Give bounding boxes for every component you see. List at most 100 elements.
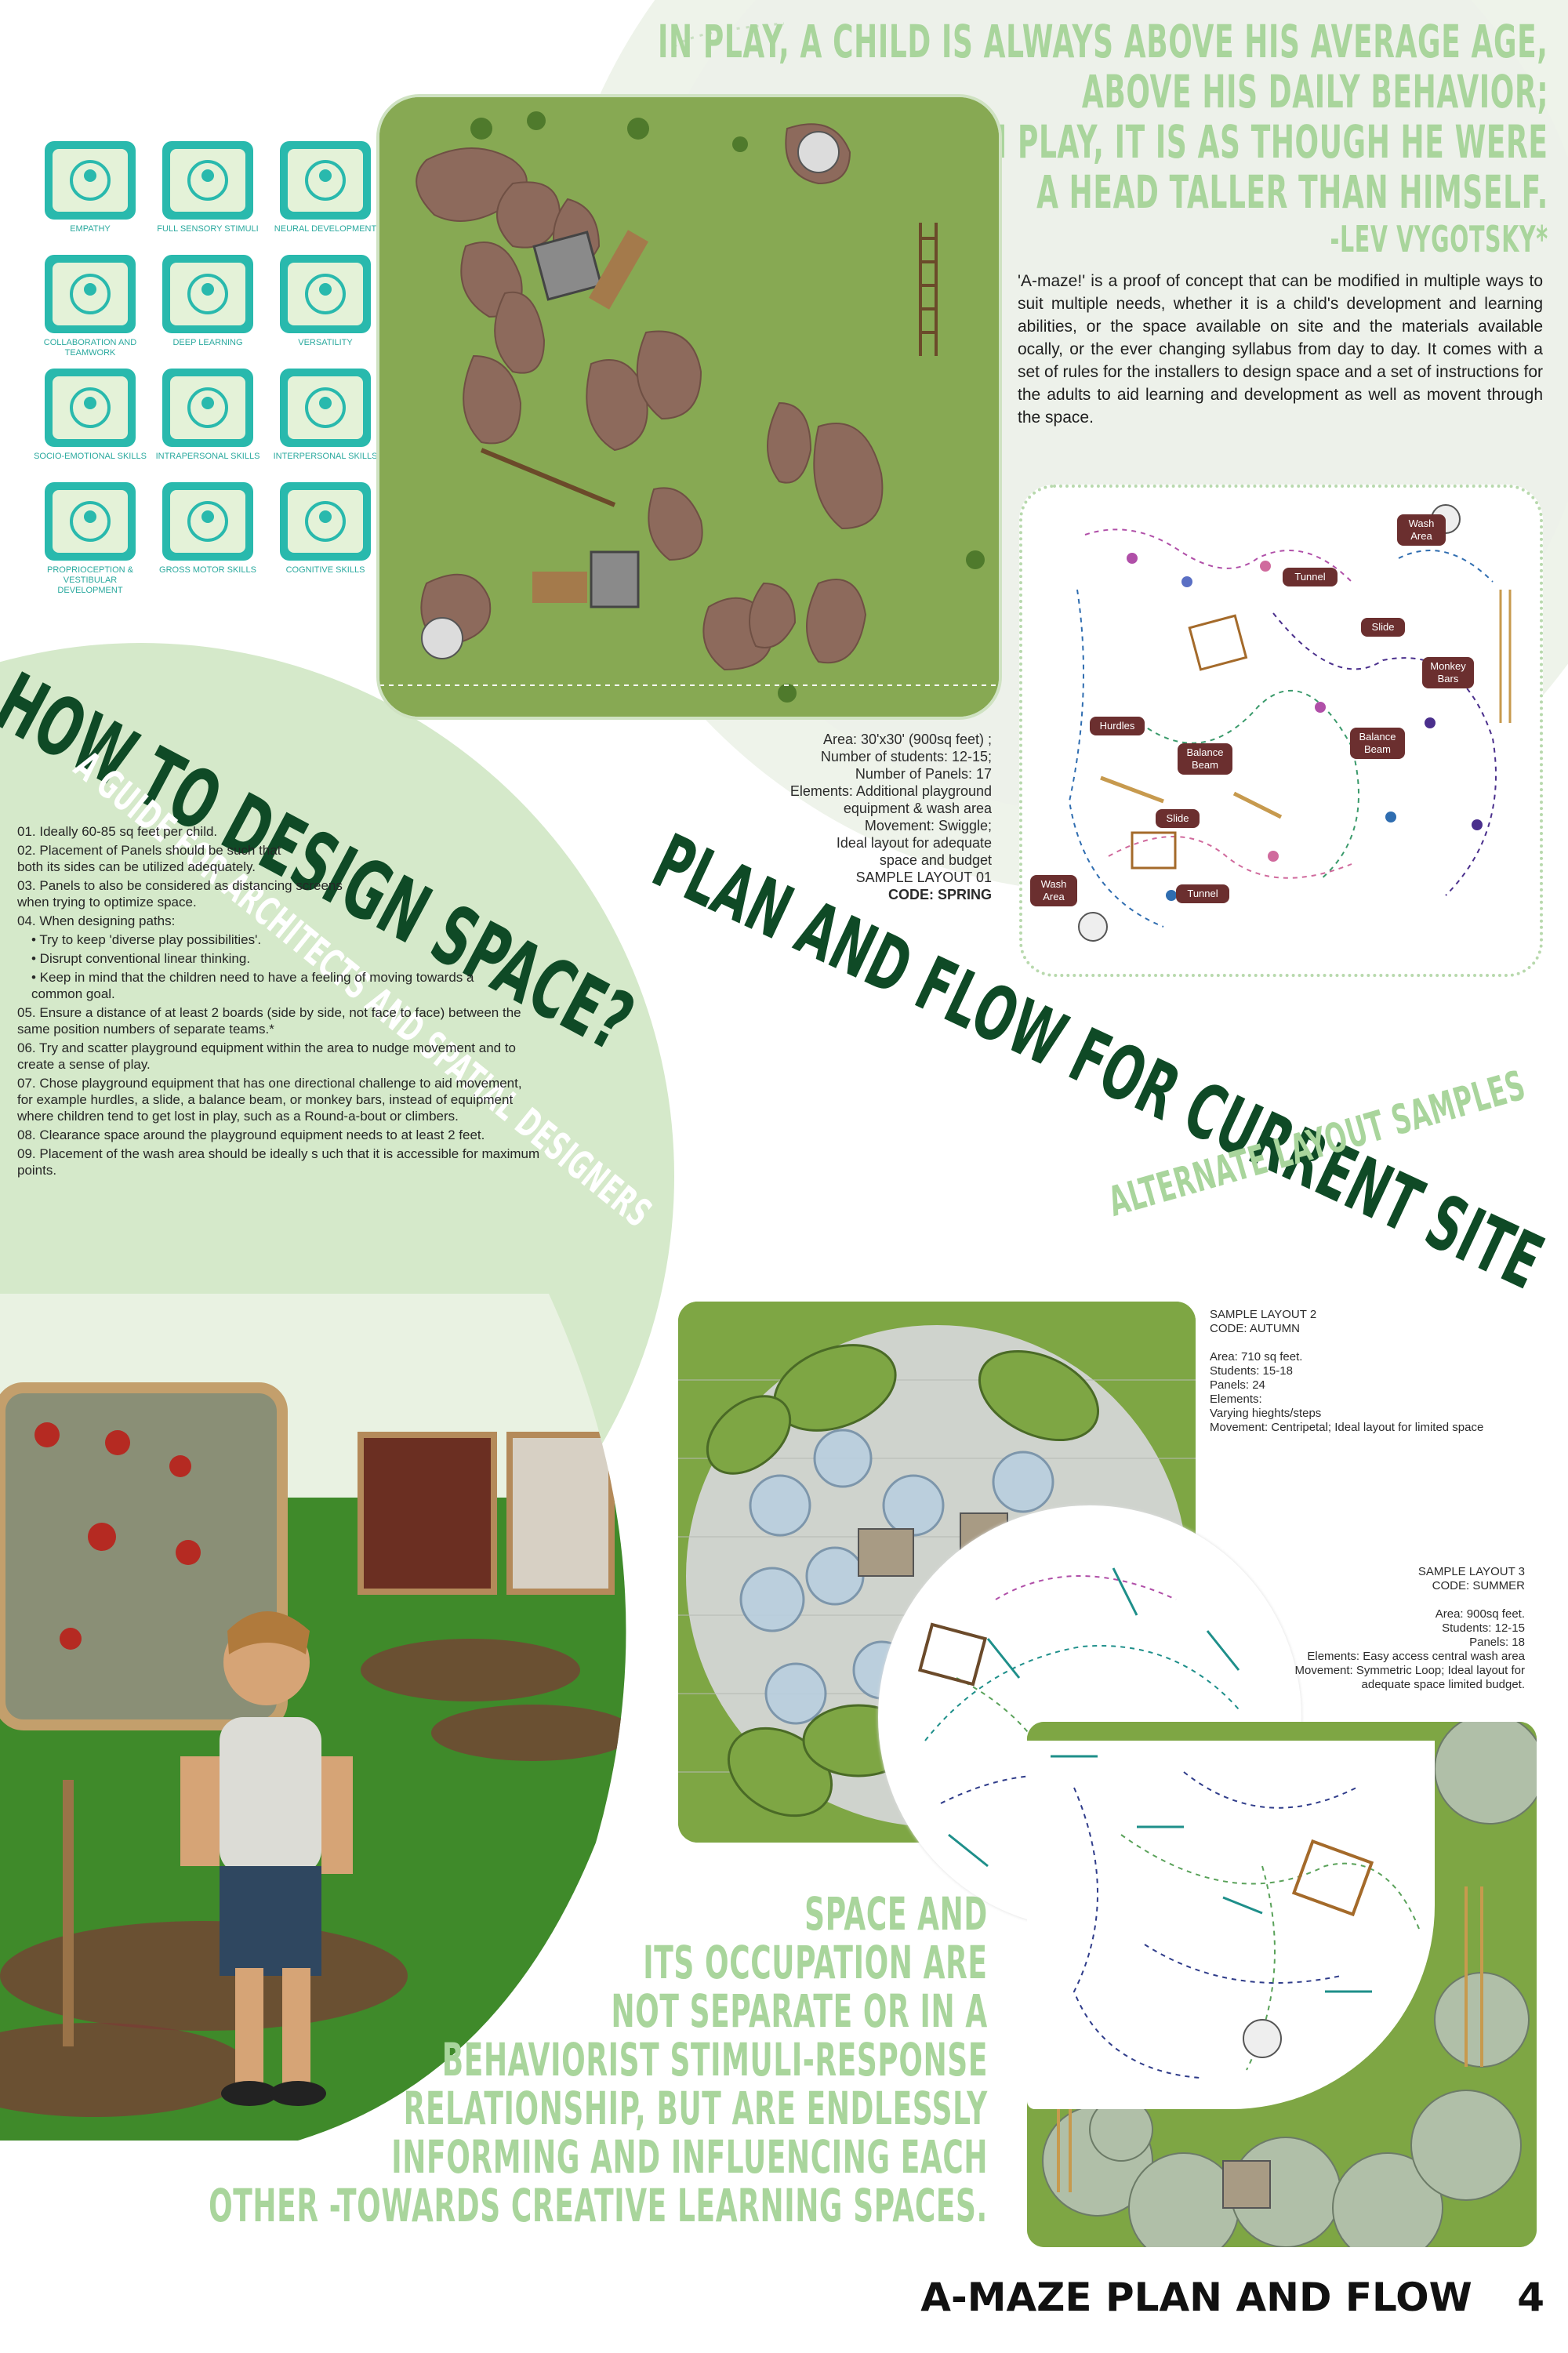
label-slide-top: Slide [1361,618,1405,637]
quote-line-1: IN PLAY, A CHILD IS ALWAYS ABOVE HIS AVE… [658,15,1548,68]
icon-label: NEURAL DEVELOPMENT [274,224,377,234]
skills-icon-grid: EMPATHY FULL SENSORY STIMULI NEURAL DEVELO… [31,141,377,604]
layout-3-info: SAMPLE LAYOUT 3 CODE: SUMMER Area: 900sq… [1207,1565,1525,1692]
icon-face [53,149,128,212]
closing-line-4: BEHAVIORIST STIMULI-RESPONSE [441,2033,988,2086]
layout01-line: Ideal layout for adequate [836,835,992,851]
layout-3-flow-lines [1051,1755,1420,2079]
layout2-line: CODE: AUTUMN [1210,1322,1301,1335]
flow-paths [1068,504,1512,942]
rule-item: 06. Try and scatter playground equipment… [17,1040,517,1072]
icon-face [170,490,245,553]
layout3-line: Movement: Symmetric Loop; Ideal layout f… [1294,1664,1525,1677]
intrapersonal-skills-icon [162,369,253,447]
collaboration-teamwork-icon [45,255,136,333]
rule-item: 08. Clearance space around the playgroun… [17,1127,485,1142]
layout3-line [1207,1593,1525,1607]
icon-label: EMPATHY [70,224,111,234]
rule-item: 09. Placement of the wash area should be… [17,1146,540,1178]
layout2-line: Area: 710 sq feet. [1210,1350,1303,1364]
label-tunnel-top: Tunnel [1283,568,1338,586]
icon-label: SOCIO-EMOTIONAL SKILLS [34,452,147,461]
label-balance-beam-left: Balance Beam [1178,743,1232,775]
layout3-line: Panels: 18 [1469,1636,1525,1649]
layout2-line: Elements: [1210,1393,1262,1406]
rule-item: 01. Ideally 60-85 sq feet per child. [17,824,218,839]
label-tunnel-bottom: Tunnel [1176,884,1229,903]
layout01-code: CODE: SPRING [887,887,992,902]
closing-line-3: NOT SEPARATE OR IN A [611,1984,988,2038]
icon-face [170,263,245,325]
closing-line-5: RELATIONSHIP, BUT ARE ENDLESSLY [403,2082,988,2135]
label-monkey-bars: Monkey Bars [1422,657,1474,688]
layout2-line: Students: 15-18 [1210,1364,1293,1378]
icon-label: COGNITIVE SKILLS [285,565,365,575]
icon-face [288,490,363,553]
layout2-line [1210,1336,1555,1350]
icon-face [288,263,363,325]
layout01-line: Movement: Swiggle; [864,818,992,833]
label-hurdles: Hurdles [1090,717,1145,735]
icon-label: PROPRIOCEPTION & VESTIBULAR DEVELOPMENT [46,565,134,595]
playground-render [0,1294,666,2141]
layout3-line: Students: 12-15 [1442,1621,1525,1635]
icon-face [53,490,128,553]
interpersonal-skills-icon [280,369,371,447]
closing-line-1: SPACE AND [804,1887,988,1941]
icon-label: INTRAPERSONAL SKILLS [155,452,260,461]
icon-label: VERSATILITY [298,338,353,347]
icon-label: GROSS MOTOR SKILLS [159,565,256,575]
layout3-line: CODE: SUMMER [1432,1579,1525,1592]
site-plan [376,94,1002,720]
rule-item: • Disrupt conventional linear thinking. [31,951,251,966]
quote-author: -LEV VYGOTSKY* [1330,218,1548,260]
deep-learning-icon [162,255,253,333]
intro-paragraph: 'A-maze!' is a proof of concept that can… [1018,272,1543,427]
rule-item: 07. Chose playground equipment that has … [17,1076,522,1124]
design-rules-list: 01. Ideally 60-85 sq feet per child. 02.… [17,823,557,1181]
layout01-line: space and budget [879,852,992,868]
footer-title: A-MAZE PLAN AND FLOW [920,2275,1472,2320]
icon-face [53,263,128,325]
socio-emotional-skills-icon [45,369,136,447]
layout-3-flow-overlay [1027,1741,1435,2109]
quote-line-3: IN PLAY, IT IS AS THOUGH HE WERE [972,115,1548,169]
layout2-line: Movement: Centripetal; Ideal layout for … [1210,1421,1484,1434]
layout01-line: equipment & wash area [843,801,992,816]
render-scene [0,1294,626,2141]
layout2-line: SAMPLE LAYOUT 2 [1210,1308,1317,1321]
rule-item: 05. Ensure a distance of at least 2 boar… [17,1005,521,1037]
icon-label: INTERPERSONAL SKILLS [273,452,378,461]
layout3-line: Elements: Easy access central wash area [1307,1650,1525,1663]
layout01-info: Area: 30'x30' (900sq feet) ; Number of s… [721,731,992,903]
layout3-line: adequate space limited budget. [1361,1678,1525,1691]
cognitive-skills-icon [280,482,371,561]
layout-3-drawing [1027,1722,1537,2247]
rule-item: 02. Placement of Panels should be such t… [17,843,281,874]
icon-label: COLLABORATION AND TEAMWORK [43,338,137,358]
closing-line-7: OTHER -TOWARDS CREATIVE LEARNING SPACES. [209,2179,988,2232]
layout01-line: Area: 30'x30' (900sq feet) ; [823,732,992,747]
icon-label: DEEP LEARNING [172,338,243,347]
neural-development-icon [280,141,371,220]
layout01-line: Number of students: 12-15; [820,749,992,764]
rule-item: • Try to keep 'diverse play possibilitie… [31,932,262,947]
quote-line-4: A HEAD TALLER THAN HIMSELF. [1036,165,1548,219]
flow-diagram: Wash Area Tunnel Slide Monkey Bars Balan… [1019,485,1543,977]
icon-label: FULL SENSORY STIMULI [157,224,259,234]
icon-face [170,376,245,439]
layout01-line: Number of Panels: 17 [855,766,992,782]
versatility-icon [280,255,371,333]
empathy-icon [45,141,136,220]
rule-item: • Keep in mind that the children need to… [31,970,474,1001]
icon-face [53,376,128,439]
label-wash-area-bottom: Wash Area [1030,875,1077,906]
layout01-line: SAMPLE LAYOUT 01 [855,870,992,885]
layout01-line: Elements: Additional playground [789,783,992,799]
icon-face [170,149,245,212]
rule-item: 03. Panels to also be considered as dist… [17,878,343,910]
site-plan-drawing [379,97,999,717]
layout2-line: Panels: 24 [1210,1378,1265,1392]
layout-2-info: SAMPLE LAYOUT 2 CODE: AUTUMN Area: 710 s… [1210,1308,1555,1435]
label-balance-beam-right: Balance Beam [1350,728,1405,759]
